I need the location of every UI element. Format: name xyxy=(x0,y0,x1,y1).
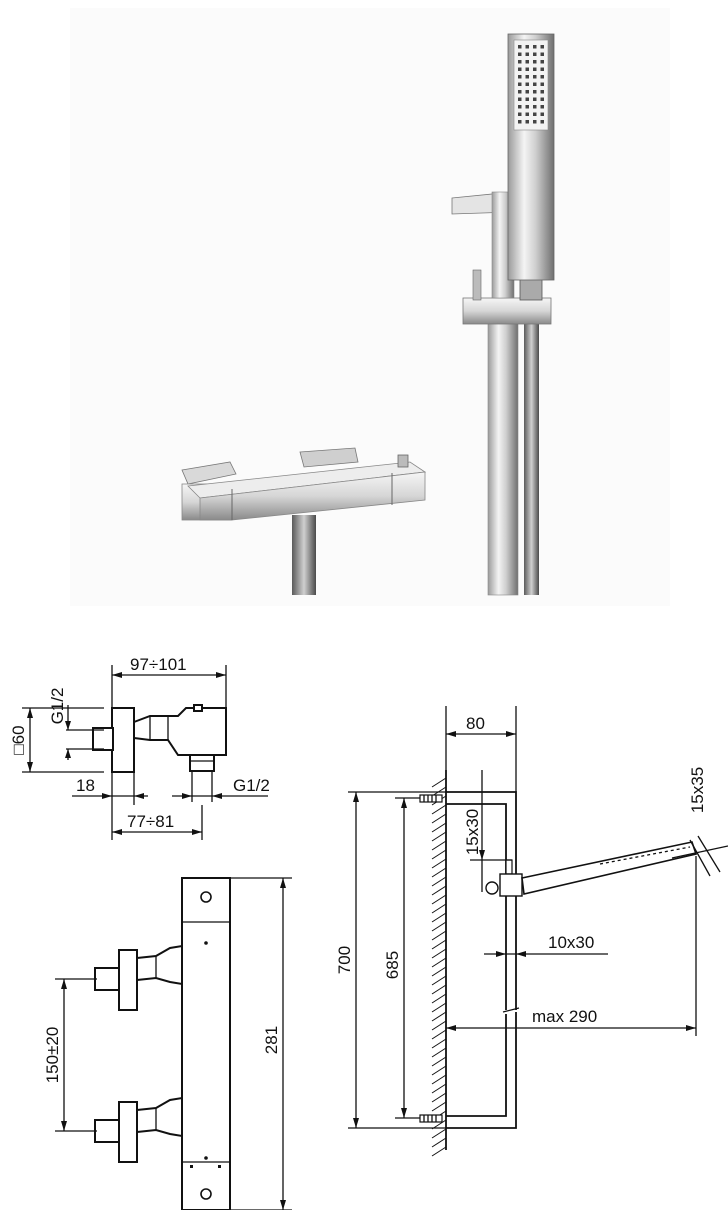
dimension-slider-section: 15x30 xyxy=(463,809,482,855)
wall-hatching xyxy=(431,777,447,1157)
dimension-width-range: 97÷101 xyxy=(130,655,187,674)
dimension-handshower-section: 15x35 xyxy=(688,767,707,813)
dimension-inlet-thread: G1/2 xyxy=(48,688,67,725)
dimension-max-reach: max 290 xyxy=(532,1007,597,1026)
nozzle-grid xyxy=(518,45,544,124)
rail-drawing: 80 15x35 15x30 10x30 xyxy=(335,706,728,1157)
dimension-wall-projection: 80 xyxy=(466,714,485,733)
dimension-inlet-spacing: 150±20 xyxy=(43,1027,62,1084)
dimension-outlet-thread: G1/2 xyxy=(233,776,270,795)
dimension-rail-section: 10x30 xyxy=(548,933,594,952)
shower-set-photo xyxy=(451,33,555,596)
mixer-front-view: 150±20 281 xyxy=(43,877,292,1210)
dimension-square-size: □60 xyxy=(9,725,28,754)
dimension-wall-offset: 18 xyxy=(76,776,95,795)
technical-drawings: 97÷101 G1/2 □60 18 xyxy=(9,655,728,1210)
product-photo xyxy=(70,8,670,606)
mixer-side-view: 97÷101 G1/2 □60 18 xyxy=(9,655,270,840)
dimension-bracket-spacing: 685 xyxy=(383,951,402,979)
photo-background xyxy=(70,8,670,606)
bar-mixer-photo xyxy=(181,447,427,595)
dimension-mixer-height: 281 xyxy=(262,1026,281,1054)
dimension-total-height: 700 xyxy=(335,946,354,974)
dimension-depth-range: 77÷81 xyxy=(127,812,174,831)
